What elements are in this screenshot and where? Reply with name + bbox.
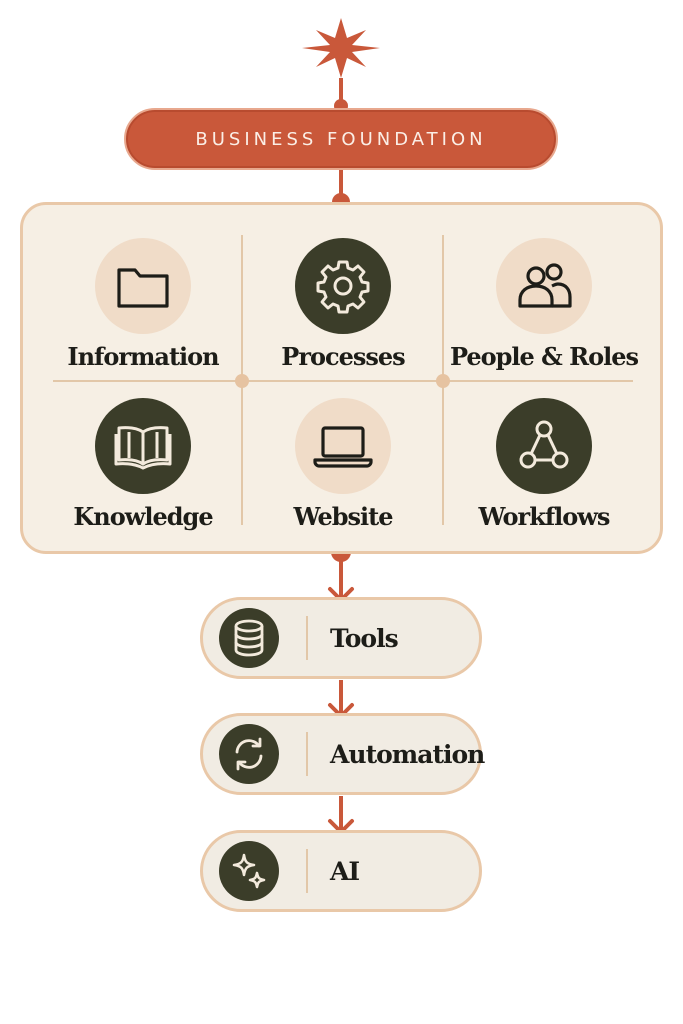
banner-title: BUSINESS FOUNDATION [195,128,487,150]
laptop-icon [295,398,391,494]
foundation-item-website: Website [243,398,443,558]
grid-node-dot [235,374,249,388]
foundation-item-processes: Processes [243,238,443,398]
stack-item-label: Automation [330,739,485,769]
sparkle-icon [219,841,279,901]
foundation-item-knowledge: Knowledge [43,398,243,558]
foundation-panel: Information Processes [20,202,663,554]
foundation-item-label: People & Roles [449,342,639,371]
stack-item-automation: Automation [200,713,485,795]
stack-item-label: AI [330,856,360,886]
foundation-item-information: Information [43,238,243,398]
stack-item-label: Tools [330,623,399,653]
pill-divider [306,732,308,776]
star-ornament-icon [302,18,380,78]
stack-item-ai: AI [200,830,482,912]
foundation-item-label: Knowledge [73,502,213,531]
workflow-icon [496,398,592,494]
stack-item-tools: Tools [200,597,482,679]
foundation-item-workflows: Workflows [444,398,644,558]
folder-icon [95,238,191,334]
database-icon [219,608,279,668]
book-icon [95,398,191,494]
pill-divider [306,616,308,660]
foundation-item-label: Workflows [478,502,611,531]
pill-divider [306,849,308,893]
gear-icon [295,238,391,334]
foundation-item-label: Processes [281,342,405,371]
foundation-item-label: Website [293,502,393,531]
sync-icon [219,724,279,784]
business-foundation-banner: BUSINESS FOUNDATION [124,108,558,170]
grid-divider [53,380,633,382]
grid-node-dot [436,374,450,388]
foundation-item-label: Information [67,342,219,371]
foundation-item-people-roles: People & Roles [444,238,644,398]
people-icon [496,238,592,334]
